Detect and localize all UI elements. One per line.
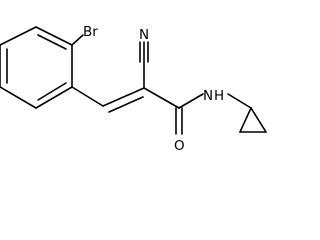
nitrogen-cyclopropyl-bond — [227, 93, 252, 109]
ring-bond — [35, 86, 73, 109]
ring-double-bond — [37, 82, 67, 101]
alkene-double-bond — [102, 87, 145, 107]
alkene-carbonyl-bond — [143, 87, 180, 109]
amide-nitrogen-label: N — [203, 88, 213, 104]
amide-bond — [178, 93, 204, 109]
ring-bond — [250, 107, 267, 133]
ring-bond — [0, 86, 37, 109]
benzene-ring — [0, 26, 73, 109]
alkene-double-bond — [108, 96, 144, 113]
ring-double-bond — [37, 34, 67, 50]
ring-bond — [239, 107, 252, 133]
carbonyl-oxygen-label: O — [174, 138, 185, 154]
amide-hydrogen-label: H — [214, 88, 224, 104]
ring-bond — [0, 26, 37, 46]
cyclopropane-ring — [239, 107, 267, 133]
bromine-label: Br — [83, 24, 98, 40]
carbon-bromine-bond — [71, 34, 84, 46]
ring-bond — [35, 26, 73, 46]
aryl-vinyl-bond — [71, 86, 104, 107]
nitrile-nitrogen-label: N — [139, 27, 149, 43]
chemical-structure-diagram: Br N N H O — [0, 24, 267, 154]
